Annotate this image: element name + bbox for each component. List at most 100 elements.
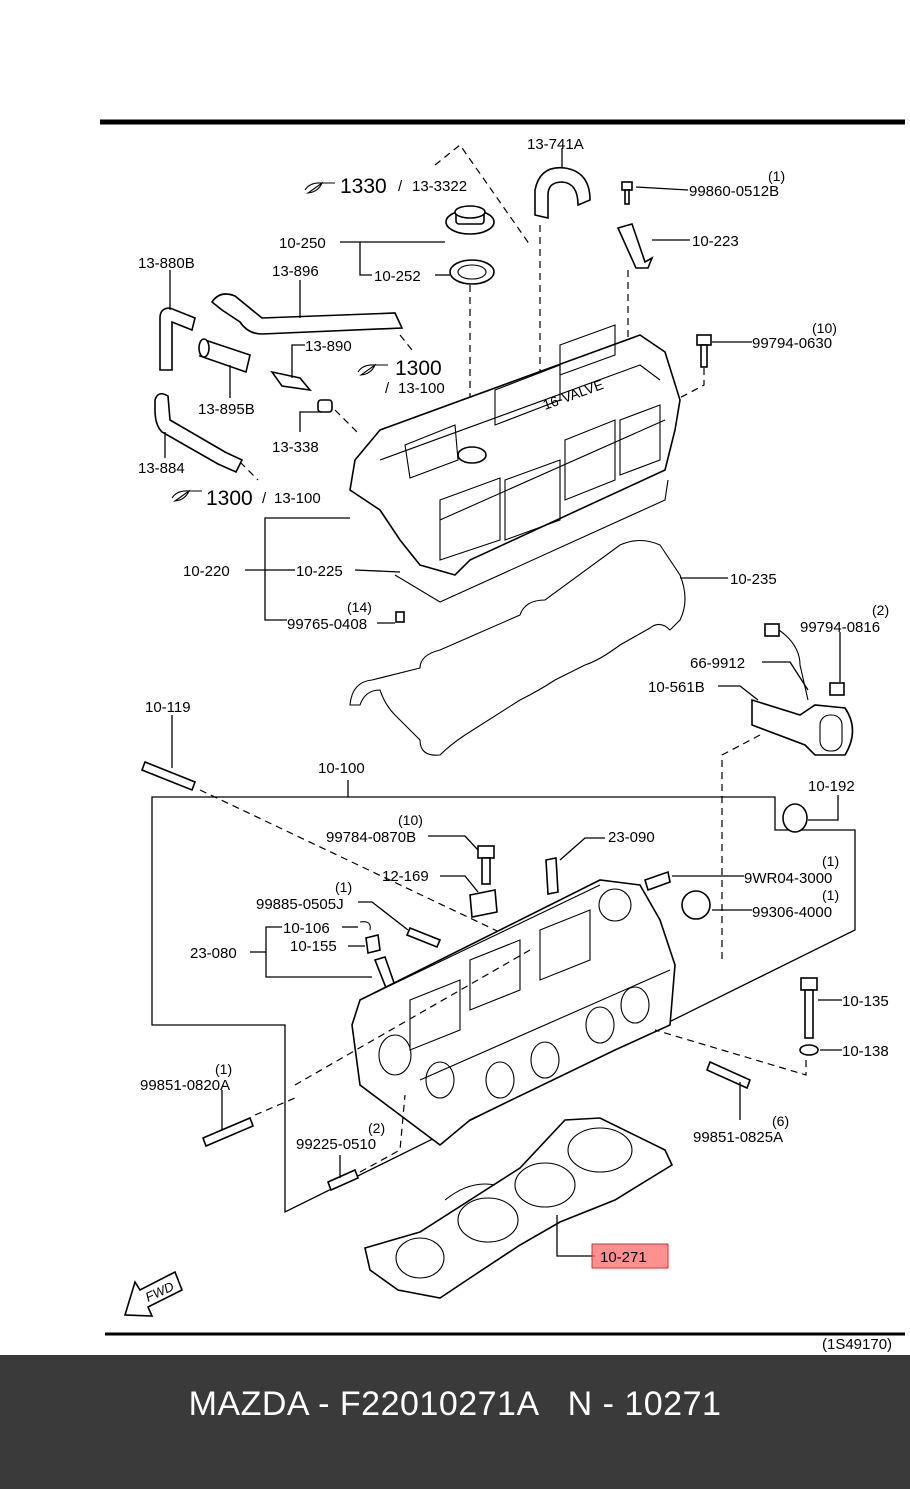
qty-99860: (1) bbox=[768, 168, 785, 184]
bracket-10-223 bbox=[616, 223, 654, 269]
label-99794-0816: 99794-0816 bbox=[800, 619, 880, 636]
plug-99306 bbox=[681, 890, 711, 920]
label-10-235: 10-235 bbox=[730, 571, 777, 588]
label-99860: 99860-0512B bbox=[689, 183, 779, 200]
qty-99225: (2) bbox=[368, 1120, 385, 1136]
fitting-13-890 bbox=[270, 370, 312, 392]
qty-99885: (1) bbox=[335, 879, 352, 895]
bolt-icon bbox=[621, 181, 633, 205]
svg-text:13-3322: 13-3322 bbox=[412, 178, 467, 195]
hose-13-884 bbox=[154, 392, 244, 474]
label-23-080: 23-080 bbox=[190, 945, 237, 962]
footer-bar: MAZDA - F22010271A N - 10271 bbox=[0, 1355, 910, 1489]
fwd-arrow-icon: FWD bbox=[123, 1270, 184, 1317]
label-13-880b: 13-880B bbox=[138, 255, 195, 272]
oil-filler-cap-icon bbox=[445, 205, 495, 235]
pointing-hand-icon bbox=[357, 363, 388, 376]
pointing-hand-icon bbox=[171, 489, 202, 502]
svg-text:13-100: 13-100 bbox=[398, 380, 445, 397]
bracket-10-561b bbox=[751, 698, 854, 756]
qty-99784: (10) bbox=[398, 812, 423, 828]
label-10-220: 10-220 bbox=[183, 563, 230, 580]
stud-99851-0825a bbox=[705, 1060, 752, 1090]
dowel-99225 bbox=[326, 1168, 360, 1192]
qty-9wr04: (1) bbox=[822, 853, 839, 869]
label-99306: 99306-4000 bbox=[752, 904, 832, 921]
grommet-icon bbox=[317, 399, 333, 413]
label-99794-0630: 99794-0630 bbox=[752, 335, 832, 352]
qty-99794-0816: (2) bbox=[872, 602, 889, 618]
label-10-225: 10-225 bbox=[296, 563, 343, 580]
label-12-169: 12-169 bbox=[382, 868, 429, 885]
label-10-155: 10-155 bbox=[290, 938, 337, 955]
parts-diagram: (1S49170) 13-741A 10-250 10-252 1330 / 1… bbox=[100, 119, 905, 1353]
lifter-23-090 bbox=[545, 857, 559, 895]
head-cover-gasket-10-235 bbox=[349, 539, 686, 756]
washer-10-138 bbox=[799, 1044, 819, 1056]
svg-text:/: / bbox=[262, 490, 267, 507]
pcv-valve-icon bbox=[198, 338, 251, 374]
qty-99306: (1) bbox=[822, 887, 839, 903]
label-66-9912: 66-9912 bbox=[690, 655, 745, 672]
label-99225: 99225-0510 bbox=[296, 1136, 376, 1153]
bracket-12-169 bbox=[469, 889, 498, 918]
label-9wr04: 9WR04-3000 bbox=[744, 870, 832, 887]
label-13-895b: 13-895B bbox=[198, 401, 255, 418]
pointing-hand-icon bbox=[304, 181, 335, 194]
reference-1300-lower: 1300 / 13-100 bbox=[171, 487, 321, 510]
bolt-icon bbox=[829, 682, 845, 696]
diagram-code: (1S49170) bbox=[822, 1336, 892, 1353]
label-10-100: 10-100 bbox=[318, 760, 365, 777]
highlight-box bbox=[591, 1243, 669, 1269]
head-bolt-10-135 bbox=[800, 977, 818, 1039]
label-10-119: 10-119 bbox=[145, 699, 191, 716]
label-10-223: 10-223 bbox=[692, 233, 739, 250]
hose-13-880b bbox=[159, 307, 196, 371]
label-13-884: 13-884 bbox=[138, 460, 185, 477]
label-13-741a: 13-741A bbox=[527, 136, 584, 153]
svg-text:13-100: 13-100 bbox=[274, 490, 321, 507]
bolt-icon bbox=[696, 334, 712, 368]
svg-text:1300: 1300 bbox=[206, 487, 253, 510]
bolt-icon bbox=[395, 611, 405, 623]
label-13-896: 13-896 bbox=[272, 263, 319, 280]
cylinder-head-body bbox=[351, 879, 676, 1147]
label-99765: 99765-0408 bbox=[287, 616, 367, 633]
head-gasket-10-271[interactable] bbox=[364, 1117, 674, 1299]
qty-99765: (14) bbox=[347, 599, 372, 615]
label-99851-0820a: 99851-0820A bbox=[140, 1077, 230, 1094]
svg-text:1330: 1330 bbox=[340, 175, 387, 198]
label-99851-0825a: 99851-0825A bbox=[693, 1129, 783, 1146]
plug-10-192 bbox=[782, 803, 808, 833]
cylinder-head-cover: 16-VALVE bbox=[349, 324, 681, 576]
label-10-561b: 10-561B bbox=[648, 679, 705, 696]
valve-guide-icon bbox=[365, 934, 381, 954]
svg-text:/: / bbox=[398, 178, 403, 195]
qty-99851-0820a: (1) bbox=[215, 1061, 232, 1077]
label-13-890: 13-890 bbox=[305, 338, 352, 355]
label-99784: 99784-0870B bbox=[326, 829, 416, 846]
qty-99794-0630: (10) bbox=[812, 320, 837, 336]
label-10-250: 10-250 bbox=[279, 235, 326, 252]
label-23-090: 23-090 bbox=[608, 829, 655, 846]
cover-gasket-10-225 bbox=[394, 479, 669, 603]
stud-99885 bbox=[405, 926, 442, 949]
hose-13-741a bbox=[534, 166, 591, 220]
label-10-252: 10-252 bbox=[374, 268, 421, 285]
label-10-138: 10-138 bbox=[842, 1043, 889, 1060]
connector-icon bbox=[764, 623, 809, 701]
label-10-271[interactable]: 10-271 bbox=[600, 1249, 647, 1266]
stud-99851-0820a bbox=[201, 1116, 255, 1148]
part-number-caption: MAZDA - F22010271A N - 10271 bbox=[188, 1385, 722, 1423]
hose-13-896 bbox=[210, 293, 404, 335]
label-10-192: 10-192 bbox=[808, 778, 855, 795]
reference-1300-upper: 1300 / 13-100 bbox=[357, 357, 445, 397]
qty-99851-0825a: (6) bbox=[772, 1113, 789, 1129]
label-10-106: 10-106 bbox=[283, 920, 330, 937]
reference-1330: 1330 / 13-3322 bbox=[304, 175, 467, 198]
label-99885: 99885-0505J bbox=[256, 896, 344, 913]
svg-text:1300: 1300 bbox=[395, 357, 442, 380]
gasket-ring-icon bbox=[449, 259, 495, 285]
label-10-135: 10-135 bbox=[842, 993, 889, 1010]
svg-text:/: / bbox=[385, 380, 390, 397]
